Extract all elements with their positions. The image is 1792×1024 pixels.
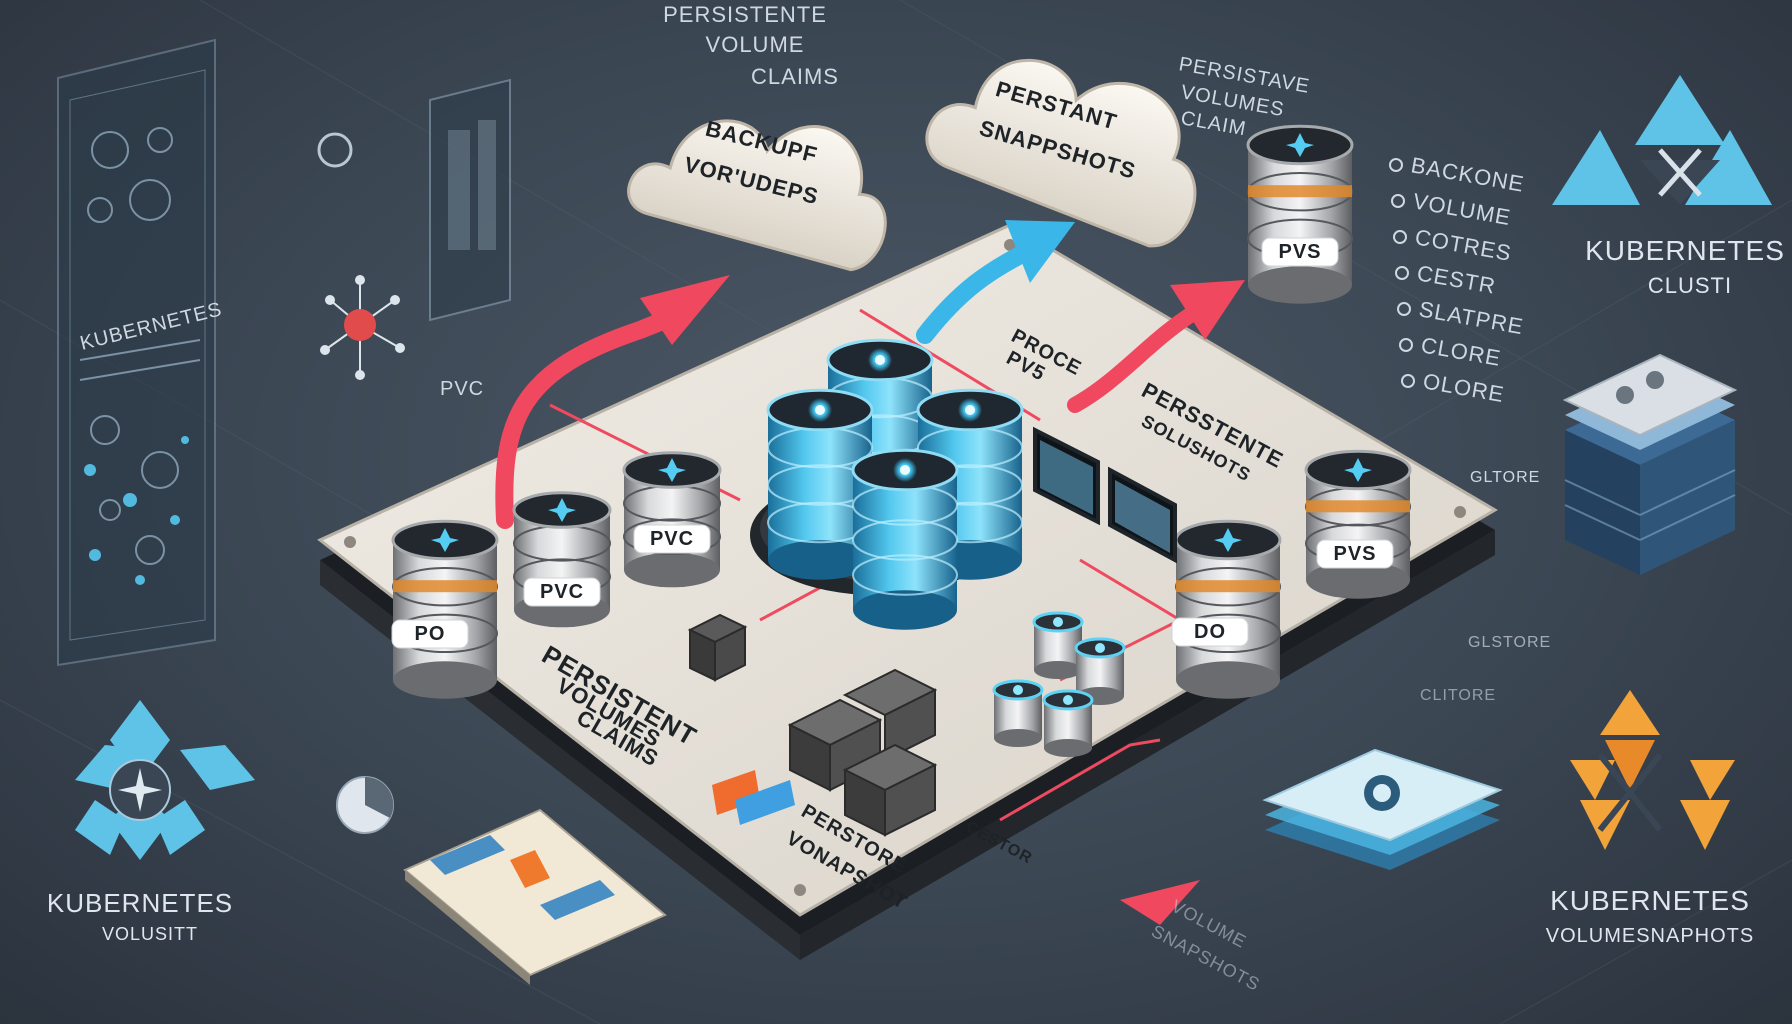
list-bullet-icon (1400, 339, 1412, 351)
logo-bottom-left: KUBERNETES VOLUSITT (47, 700, 255, 944)
right-storage-block (1565, 355, 1735, 575)
cylinder-label: PVC (650, 528, 694, 550)
list-bullet-icon (1396, 267, 1408, 279)
logo-bottom-right-title: KUBERNETES (1550, 885, 1750, 916)
pie-icon (337, 777, 393, 833)
logo-top-right: KUBERNETES CLUSTI (1552, 75, 1785, 298)
metal-cylinder: DO (1172, 521, 1280, 698)
logo-top-right-title: KUBERNETES (1585, 235, 1785, 266)
cylinder-label: PVS (1278, 241, 1321, 263)
logo-bottom-right: KUBERNETES VOLUMESNAPHOTS (1546, 690, 1754, 947)
logo-bottom-left-subtitle: VOLUSITT (102, 924, 198, 944)
cloud-snapshots: PERSTANT SNAPPSHOTS (914, 34, 1221, 255)
cylinder-label: DO (1194, 621, 1226, 643)
list-bullet-icon (1402, 375, 1414, 387)
side-text-glstore: GLSTORE (1468, 634, 1551, 651)
metal-cylinder: PVC (624, 453, 720, 588)
list-bullet-icon (1392, 195, 1404, 207)
list-item: COTRES (1413, 224, 1514, 266)
logo-bottom-right-subtitle: VOLUMESNAPHOTS (1546, 925, 1754, 947)
side-text-clitore: CLITORE (1420, 687, 1496, 704)
small-glass-cylinder (1044, 691, 1092, 757)
bottom-left-card (405, 810, 665, 985)
top-left-caption: PERSISTENTE VOLUME CLAIMS (663, 2, 839, 89)
small-glass-cylinder (994, 681, 1042, 747)
left-pvc-label: PVC (440, 378, 484, 400)
list-bullet-icon (1394, 231, 1406, 243)
side-text-gltore: GLTORE (1470, 469, 1540, 486)
svg-text:VOLUME: VOLUME (706, 32, 805, 57)
list-bullet-icon (1398, 303, 1410, 315)
metal-cylinder: PVC (514, 493, 610, 628)
small-ring-icon (319, 134, 351, 166)
svg-text:PERSISTENTE: PERSISTENTE (663, 2, 827, 27)
glass-cylinder (853, 450, 957, 630)
metal-cylinder: PVS (1248, 126, 1352, 303)
list-item: CLORE (1419, 332, 1503, 371)
small-glass-cylinder (1034, 613, 1082, 679)
list-item: CESTR (1415, 260, 1498, 298)
stacked-glass-layers (1265, 750, 1500, 870)
left-kubernetes-panel: KUBERNETES (58, 40, 224, 665)
cylinder-label: PVC (540, 581, 584, 603)
list-item: VOLUME (1411, 188, 1513, 230)
logo-top-right-subtitle: CLUSTI (1648, 273, 1732, 298)
logo-bottom-left-title: KUBERNETES (47, 888, 233, 918)
list-item: SLATPRE (1417, 296, 1525, 339)
network-node-icon (321, 276, 404, 379)
cylinder-label: PVS (1333, 543, 1376, 565)
right-feature-list: BACKONEVOLUMECOTRESCESTRSLATPRECLOREOLOR… (1390, 152, 1526, 407)
list-bullet-icon (1390, 159, 1402, 171)
metal-cylinder: PVS (1306, 451, 1410, 598)
cylinder-label: PO (415, 623, 446, 645)
metal-cylinder: PO (392, 521, 497, 698)
cloud-backup: BACKUPF VOR'UDEPS (623, 85, 906, 275)
left-secondary-panel (430, 80, 510, 320)
svg-text:CLAIMS: CLAIMS (751, 64, 839, 89)
